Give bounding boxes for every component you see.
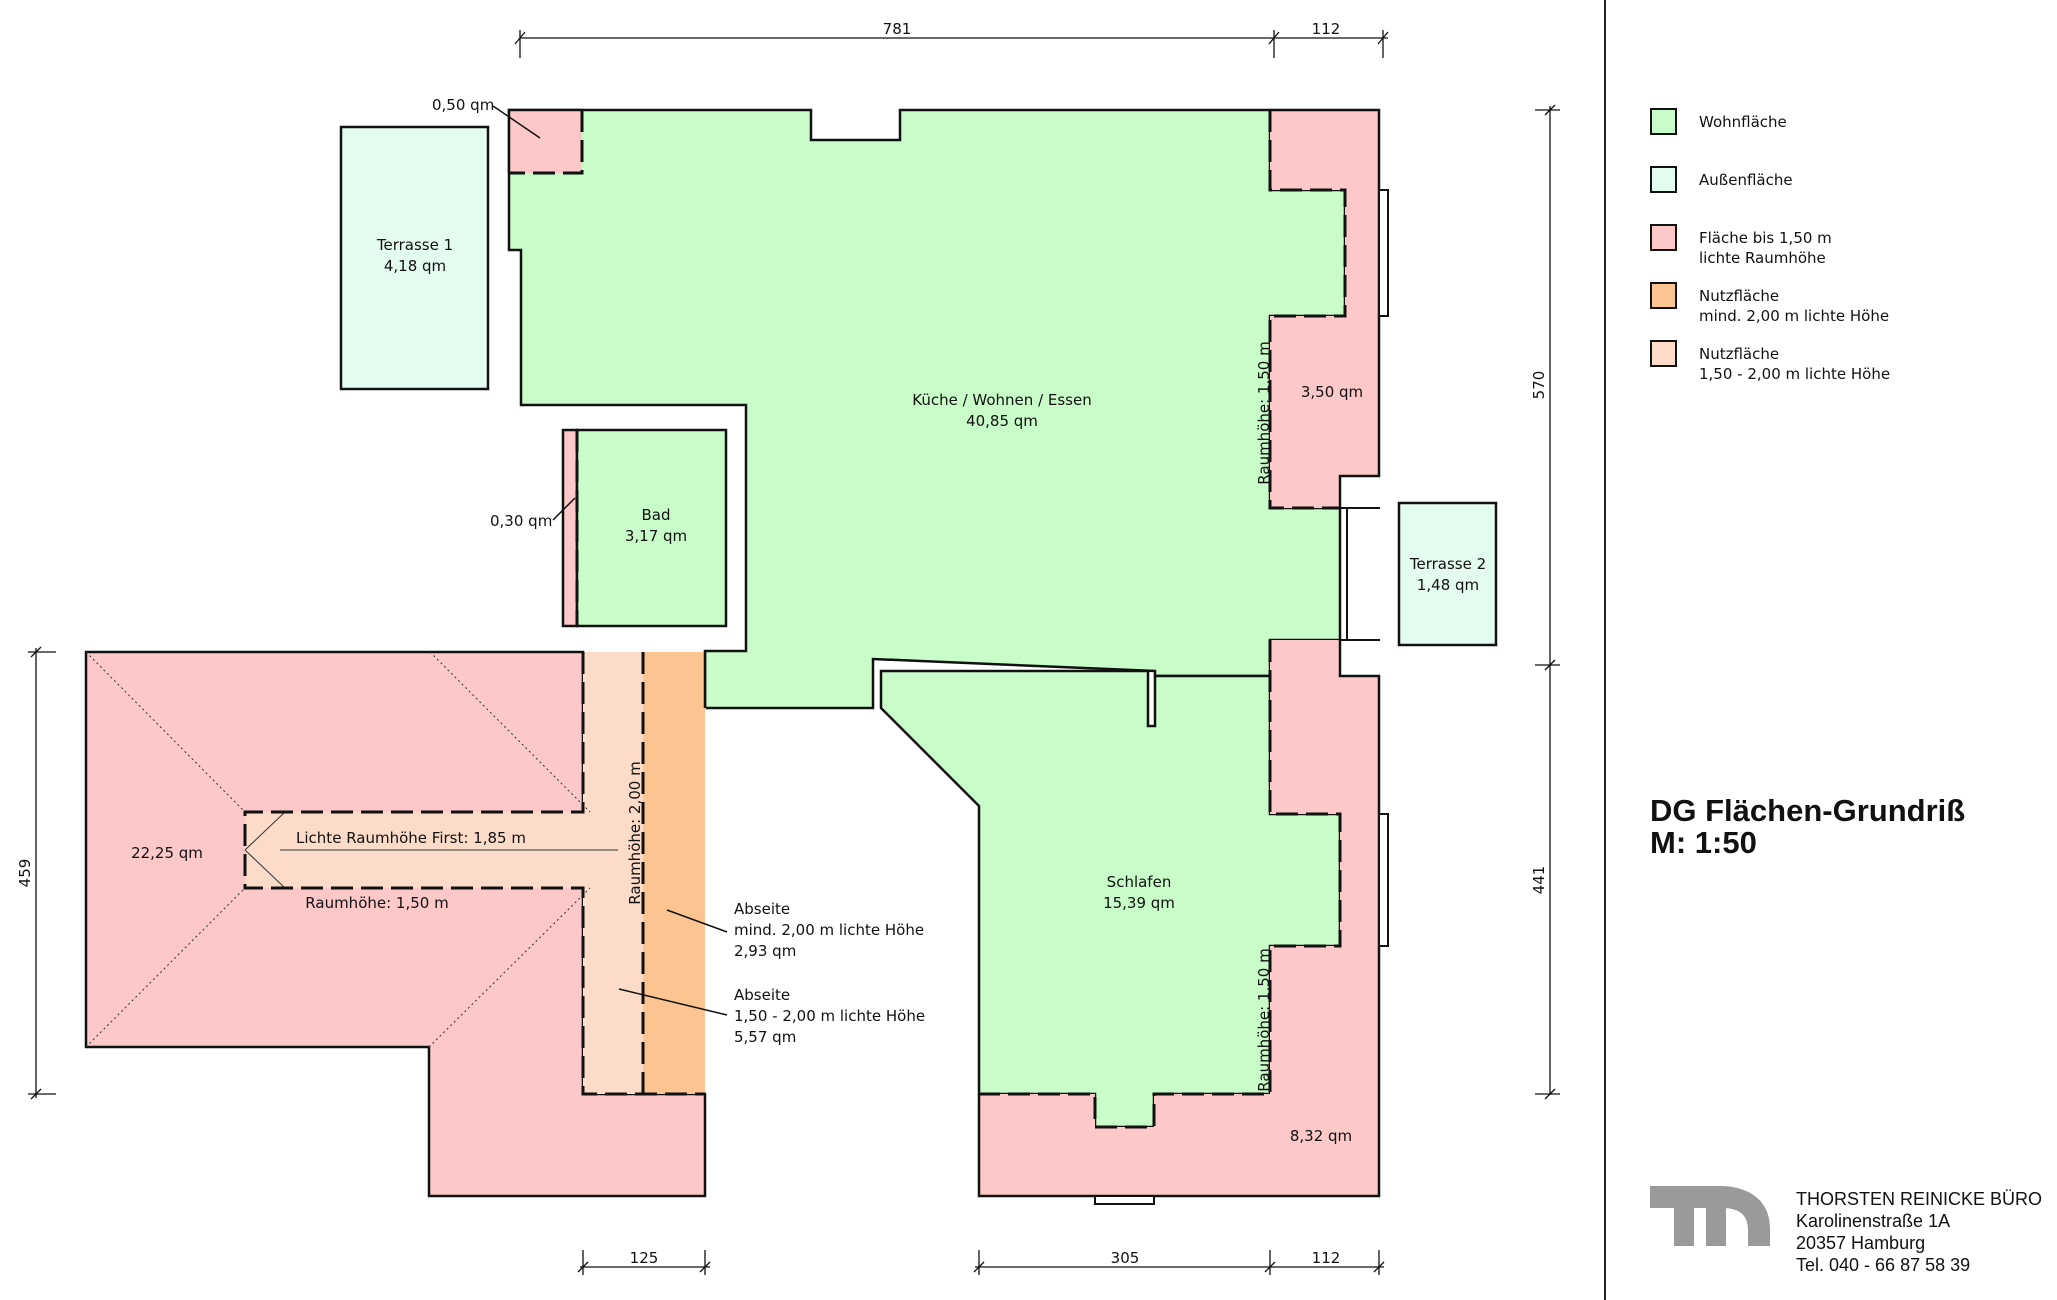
terrasse-2 <box>1397 501 1498 647</box>
legend-label: Fläche bis 1,50 m lichte Raumhöhe <box>1699 229 1832 267</box>
dim-top-right: 112 <box>1312 20 1341 38</box>
sheet-divider <box>1604 0 1606 1300</box>
dimension-lines <box>28 30 1560 1275</box>
leader-abseite2 <box>618 988 728 1016</box>
legend-label: Nutzfläche mind. 2,00 m lichte Höhe <box>1699 287 1890 325</box>
bad-area <box>575 428 728 628</box>
dim-top-main: 781 <box>883 20 912 38</box>
right-upper-height-label: Raumhöhe: 1,50 m <box>1255 341 1273 484</box>
legend-swatch <box>1650 282 1677 309</box>
bad-name: Bad <box>641 506 670 524</box>
dim-right-lower: 441 <box>1530 866 1548 895</box>
leader-bad-strip <box>552 497 576 521</box>
leader-top-left <box>492 105 541 139</box>
bad-area-label: 3,17 qm <box>625 527 687 545</box>
ridge-label: Lichte Raumhöhe First: 1,85 m <box>296 829 526 847</box>
window-right-lower <box>1378 813 1389 947</box>
terrasse1-area: 4,18 qm <box>384 257 446 275</box>
legend-item-nutz-mid: Nutzfläche 1,50 - 2,00 m lichte Höhe <box>1650 340 2030 398</box>
abseite1-line3: 2,93 qm <box>734 942 796 960</box>
title-line-1: DG Flächen-Grundriß <box>1650 793 1966 828</box>
schlafen-name: Schlafen <box>1107 873 1172 891</box>
vertical-200-label: Raumhöhe: 2,00 m <box>626 761 644 904</box>
legend-item-wohnflaeche: Wohnfläche <box>1650 108 2030 166</box>
wing-height-label: Raumhöhe: 1,50 m <box>305 894 448 912</box>
abseite1-line1: Abseite <box>734 900 790 918</box>
right-upper-low-zone <box>1270 110 1379 508</box>
ridge-diag-bottom <box>244 849 286 889</box>
height-boundaries <box>243 110 1347 1129</box>
dim-bottom-left: 125 <box>630 1249 659 1267</box>
top-left-area: 0,50 qm <box>432 96 494 114</box>
floor-plan: Küche / Wohnen / Essen 40,85 qm Bad 3,17… <box>16 20 1560 1275</box>
legend-item-aussenflaeche: Außenfläche <box>1650 166 2030 224</box>
right-lower-height-label: Raumhöhe: 1,50 m <box>1255 948 1273 1091</box>
legend-swatch <box>1650 224 1677 251</box>
legend-label: Wohnfläche <box>1699 113 1787 131</box>
opening-terrasse-2 <box>1340 507 1380 641</box>
terrasse1-name: Terrasse 1 <box>376 236 453 254</box>
bad-strip-area: 0,30 qm <box>490 512 552 530</box>
plan-title: DG Flächen-Grundriß M: 1:50 <box>1650 795 1965 859</box>
dim-bottom-mid: 305 <box>1111 1249 1140 1267</box>
legend-swatch <box>1650 108 1677 135</box>
kueche-name: Küche / Wohnen / Essen <box>912 391 1091 409</box>
terrasse2-area: 1,48 qm <box>1417 576 1479 594</box>
dim-left: 459 <box>16 859 34 888</box>
abseite-high-zone <box>643 652 705 1094</box>
office-street: Karolinenstraße 1A <box>1796 1211 1951 1231</box>
office-info: THORSTEN REINICKE BÜRO Karolinenstraße 1… <box>1796 1188 2042 1276</box>
right-upper-area: 3,50 qm <box>1301 383 1363 401</box>
office-city: 20357 Hamburg <box>1796 1233 1926 1253</box>
office-logo-icon <box>1650 1186 1770 1246</box>
bad-low-strip <box>561 428 579 628</box>
top-left-low-zone <box>509 110 582 173</box>
right-upper-outline <box>1270 108 1381 508</box>
abseite2-line2: 1,50 - 2,00 m lichte Höhe <box>734 1007 925 1025</box>
title-line-2: M: 1:50 <box>1650 825 1757 860</box>
legend-label: Nutzfläche 1,50 - 2,00 m lichte Höhe <box>1699 345 1891 383</box>
abseite2-line3: 5,57 qm <box>734 1028 796 1046</box>
window-right-upper <box>1378 189 1389 317</box>
left-wing-area: 22,25 qm <box>131 844 203 862</box>
dim-bottom-right: 112 <box>1312 1249 1341 1267</box>
right-lower-low-zone <box>979 640 1379 1196</box>
window-bottom <box>1094 1195 1155 1205</box>
legend-swatch <box>1650 166 1677 193</box>
office-name: THORSTEN REINICKE BÜRO <box>1796 1189 2043 1209</box>
abseite2-line1: Abseite <box>734 986 790 1004</box>
terrasse2-name: Terrasse 2 <box>1409 555 1486 573</box>
legend-label: Außenfläche <box>1699 171 1793 189</box>
legend-swatch <box>1650 340 1677 367</box>
right-lower-area: 8,32 qm <box>1290 1127 1352 1145</box>
office-phone: Tel. 040 - 66 87 58 39 <box>1796 1255 1971 1275</box>
legend: Wohnfläche Außenfläche Fläche bis 1,50 m… <box>1650 108 2030 398</box>
legend-item-low-height: Fläche bis 1,50 m lichte Raumhöhe <box>1650 224 2030 282</box>
terrasse-1 <box>339 125 490 391</box>
top-left-low-outline <box>507 108 582 173</box>
ridge-diag-top <box>244 811 286 851</box>
dim-right-upper: 570 <box>1530 371 1548 400</box>
kueche-area: 40,85 qm <box>966 412 1038 430</box>
schlafen-area-label: 15,39 qm <box>1103 894 1175 912</box>
abseite1-line2: mind. 2,00 m lichte Höhe <box>734 921 924 939</box>
leader-abseite1 <box>666 909 728 933</box>
legend-item-nutz-high: Nutzfläche mind. 2,00 m lichte Höhe <box>1650 282 2030 340</box>
